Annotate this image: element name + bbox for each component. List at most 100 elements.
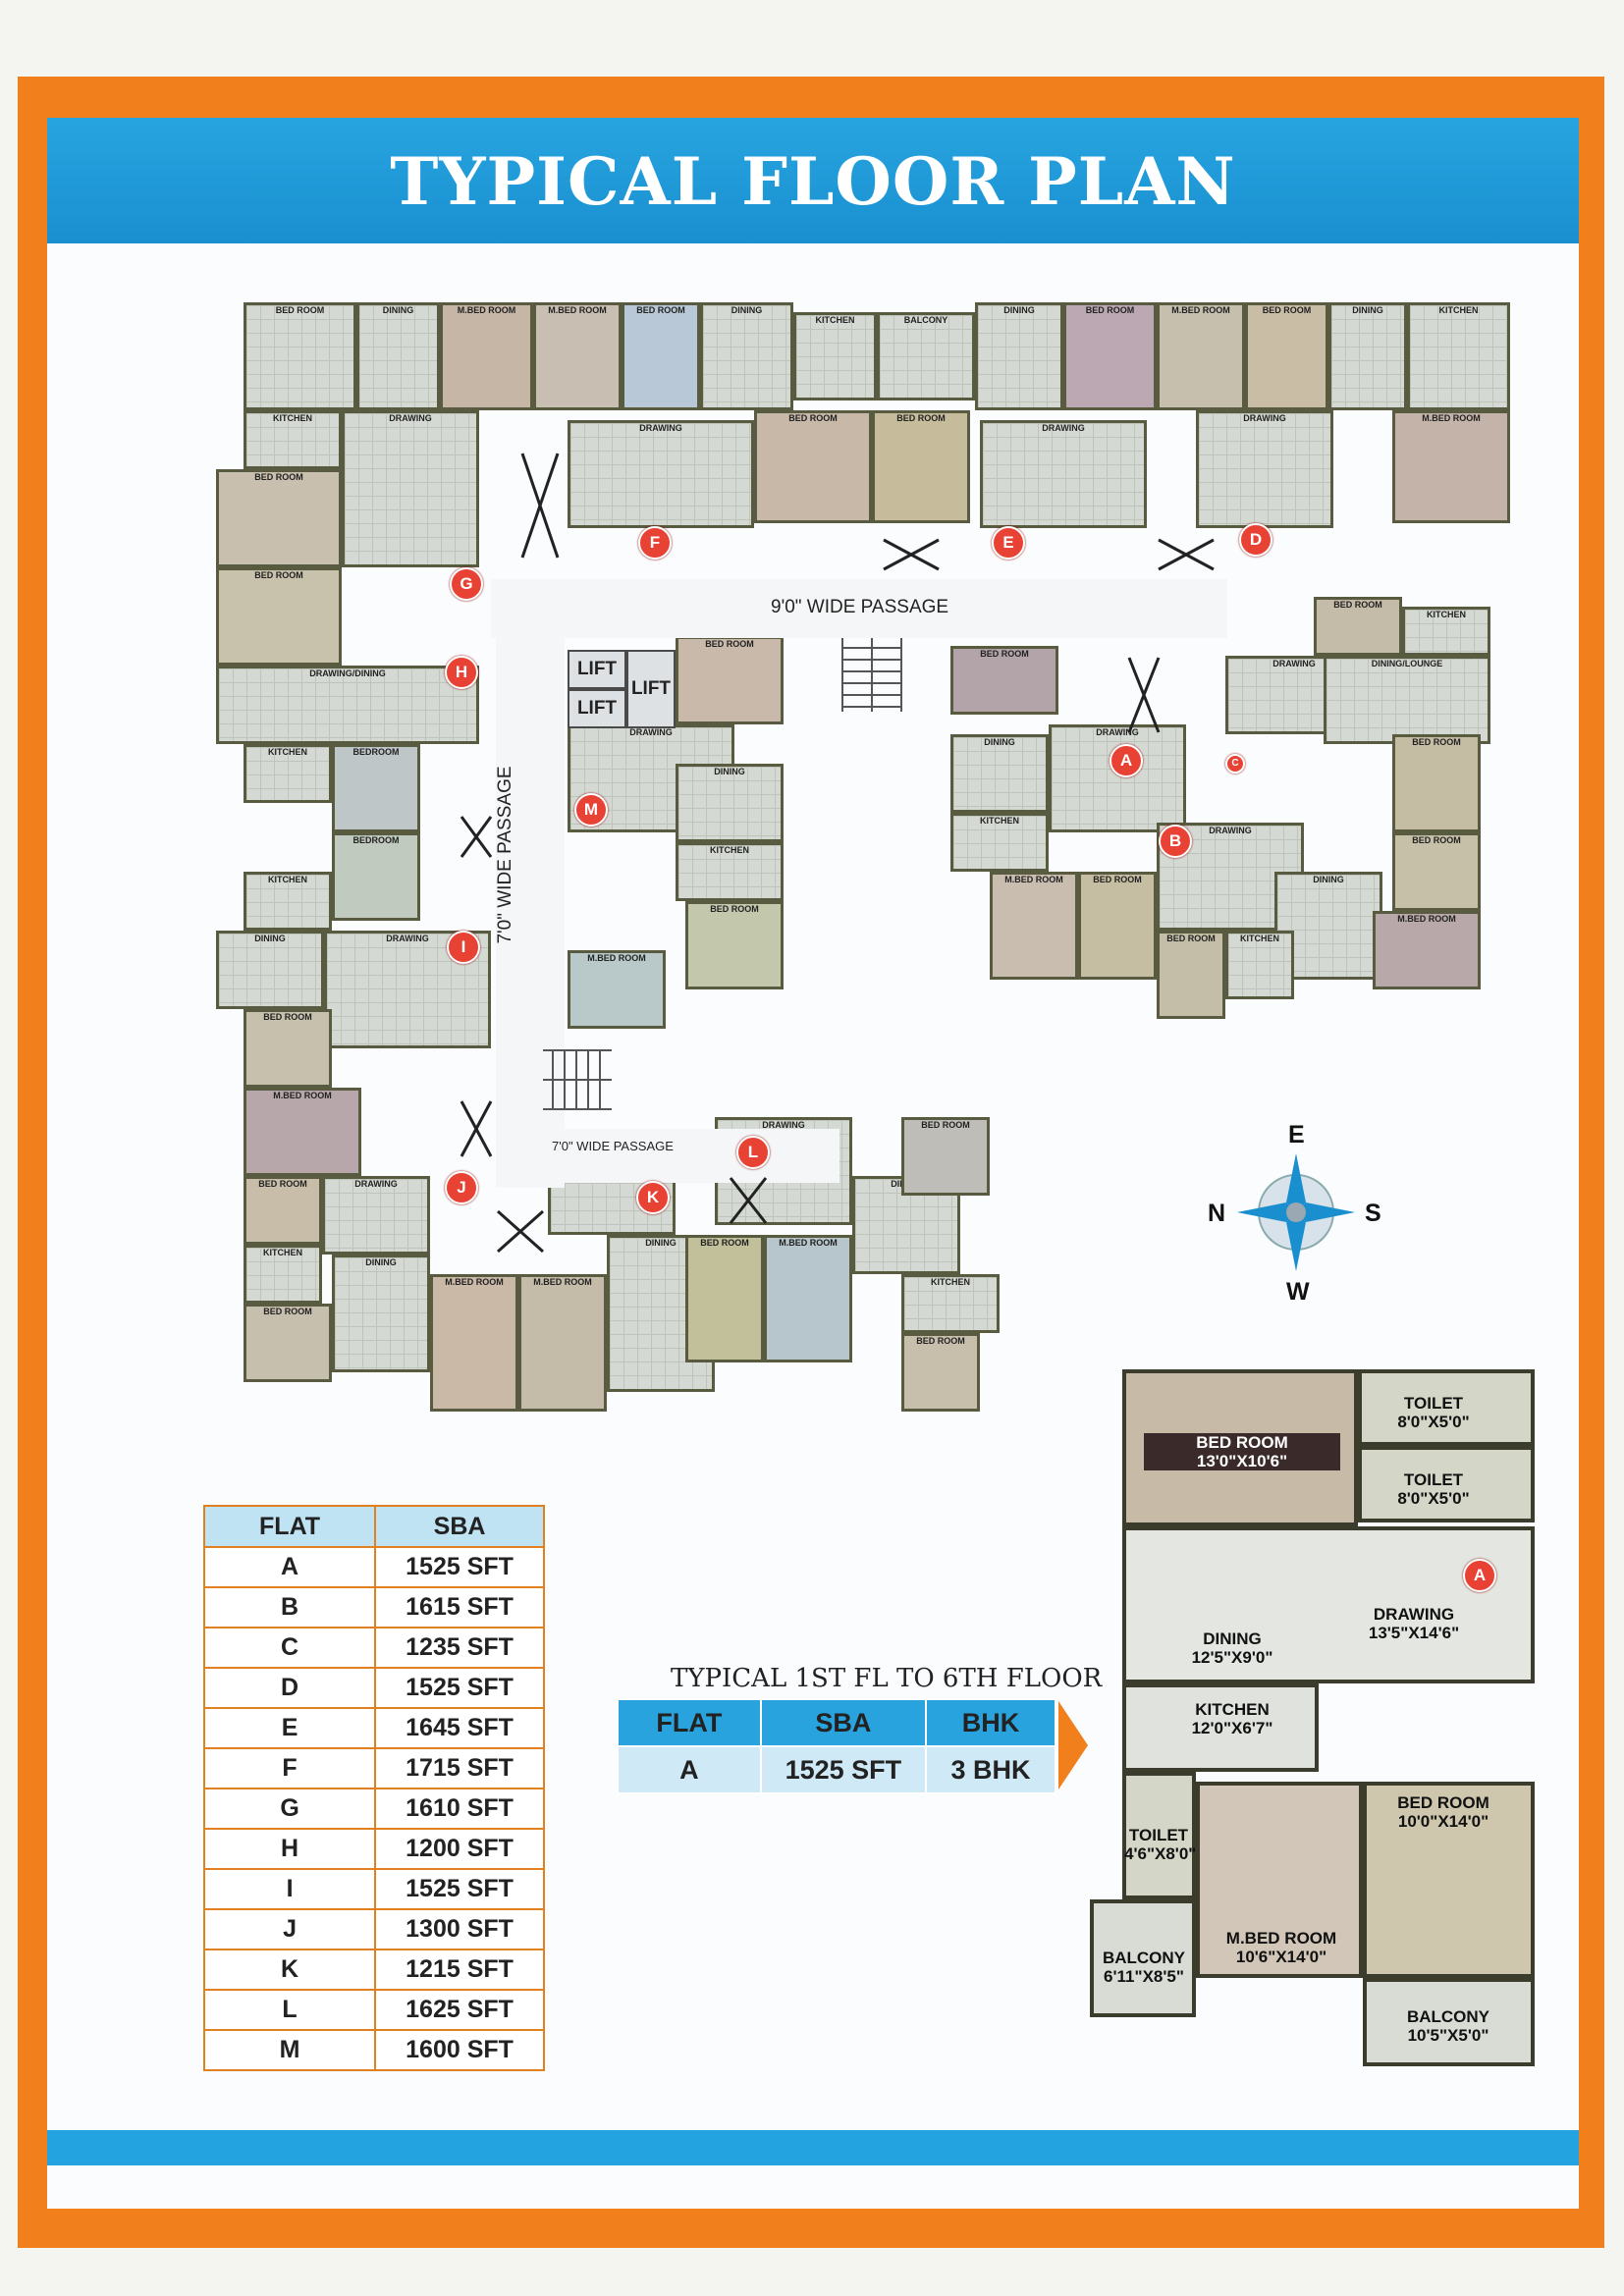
room-label: BED ROOM (916, 1336, 965, 1346)
room-name: TOILET (1128, 1826, 1189, 1844)
typical-floor-table: FLAT SBA BHK A 1525 SFT 3 BHK (617, 1698, 1057, 1794)
plan-room: DRAWING (1196, 410, 1333, 528)
flat-cell: B (202, 1586, 377, 1629)
flat-marker-b: B (1159, 825, 1192, 858)
flat-cell: C (202, 1627, 377, 1669)
plan-room: KITCHEN (244, 1245, 322, 1304)
plan-room: KITCHEN (244, 410, 342, 469)
detail-toilet-3 (1122, 1772, 1196, 1899)
room-label: BED ROOM (1166, 934, 1216, 943)
plan-room: M.BED ROOM (568, 950, 666, 1029)
flat-marker-j: J (445, 1171, 478, 1204)
room-label: BEDROOM (352, 835, 400, 845)
room-label: DINING (1003, 305, 1035, 315)
room-label: M.BED ROOM (1422, 413, 1481, 423)
detail-kitchen (1122, 1683, 1319, 1772)
plan-room: BED ROOM (901, 1333, 980, 1412)
room-label: BED ROOM (700, 1238, 749, 1248)
plan-room: DRAWING/DINING (216, 666, 479, 744)
flat-cell: G (202, 1788, 377, 1830)
plan-room: KITCHEN (901, 1274, 1000, 1333)
room-label: M.BED ROOM (1004, 875, 1063, 884)
lift: LIFT (626, 650, 676, 728)
flat-marker-e: E (992, 526, 1025, 560)
room-label: DRAWING (639, 423, 682, 433)
flat-cell: J (202, 1908, 377, 1950)
room-label: DRAWING (386, 934, 429, 943)
room-label: DINING (382, 305, 414, 315)
plan-room: DRAWING (322, 1176, 430, 1255)
room-label: BED ROOM (258, 1179, 307, 1189)
column-header-flat: FLAT (202, 1505, 377, 1548)
room-name: DINING (1203, 1629, 1262, 1648)
room-label: BED ROOM (921, 1120, 970, 1130)
room-label: DINING (714, 767, 745, 776)
room-size: 13'5"X14'6" (1368, 1624, 1460, 1642)
plan-room: BED ROOM (1063, 302, 1157, 410)
room-label: DINING (254, 934, 286, 943)
passage-south-label: 7'0" WIDE PASSAGE (552, 1139, 674, 1153)
flat-marker-a-detail: A (1463, 1559, 1496, 1592)
room-name: BED ROOM (1397, 1793, 1489, 1812)
room-label: BED ROOM (1085, 305, 1135, 315)
room-label: M.BED ROOM (548, 305, 607, 315)
room-label: BED ROOM (263, 1012, 312, 1022)
bottom-band (47, 2130, 1579, 2165)
plan-room: M.BED ROOM (764, 1235, 852, 1362)
room-label: BED ROOM (980, 649, 1029, 659)
room-label: KITCHEN (931, 1277, 970, 1287)
room-label: DRAWING (1042, 423, 1085, 433)
sba-cell: 1215 SFT (374, 1949, 545, 1991)
passage-north (491, 579, 1227, 638)
passage-south (496, 1129, 839, 1183)
room-size: 12'5"X9'0" (1191, 1648, 1273, 1667)
plan-room: BED ROOM (1078, 872, 1157, 980)
flat-cell: H (202, 1828, 377, 1870)
plan-room: M.BED ROOM (1157, 302, 1245, 410)
sba-cell: 1235 SFT (374, 1627, 545, 1669)
room-label: KITCHEN (980, 816, 1019, 826)
plan-room: BED ROOM (216, 567, 342, 666)
room-label: KITCHEN (1427, 610, 1466, 619)
plan-room: KITCHEN (793, 312, 877, 400)
plan-room: DINING (676, 764, 784, 842)
room-name: BALCONY (1406, 2007, 1490, 2026)
room-label: DINING (645, 1238, 677, 1248)
plan-room: M.BED ROOM (244, 1088, 361, 1176)
plan-room: KITCHEN (1225, 931, 1294, 999)
room-name: TOILET (1403, 1470, 1464, 1489)
shaft-cross-icon (460, 1100, 493, 1157)
column-header-flat: FLAT (617, 1698, 762, 1747)
sba-cell: 1200 SFT (374, 1828, 545, 1870)
sba-cell: 1610 SFT (374, 1788, 545, 1830)
plan-room: KITCHEN (244, 872, 332, 931)
plan-room: KITCHEN (1402, 607, 1490, 656)
room-label: DRAWING (1243, 413, 1286, 423)
room-label: BED ROOM (1093, 875, 1142, 884)
room-label: DINING (1313, 875, 1344, 884)
shaft-cross-icon (497, 1209, 544, 1254)
sba-cell: 1525 SFT (759, 1745, 927, 1794)
room-name: KITCHEN (1195, 1700, 1270, 1719)
flat-cell: E (202, 1707, 377, 1749)
column-header-sba: SBA (374, 1505, 545, 1548)
room-label: DRAWING (1209, 826, 1252, 835)
flat-cell: A (617, 1745, 762, 1794)
compass-north-label: N (1208, 1200, 1226, 1227)
plan-room: M.BED ROOM (533, 302, 622, 410)
detail-toilet-2 (1358, 1446, 1535, 1522)
room-label: BED ROOM (1412, 737, 1461, 747)
sba-cell: 1625 SFT (374, 1989, 545, 2031)
room-label: DRAWING (389, 413, 432, 423)
sba-cell: 1615 SFT (374, 1586, 545, 1629)
room-label: KITCHEN (263, 1248, 302, 1257)
sba-cell: 1300 SFT (374, 1908, 545, 1950)
